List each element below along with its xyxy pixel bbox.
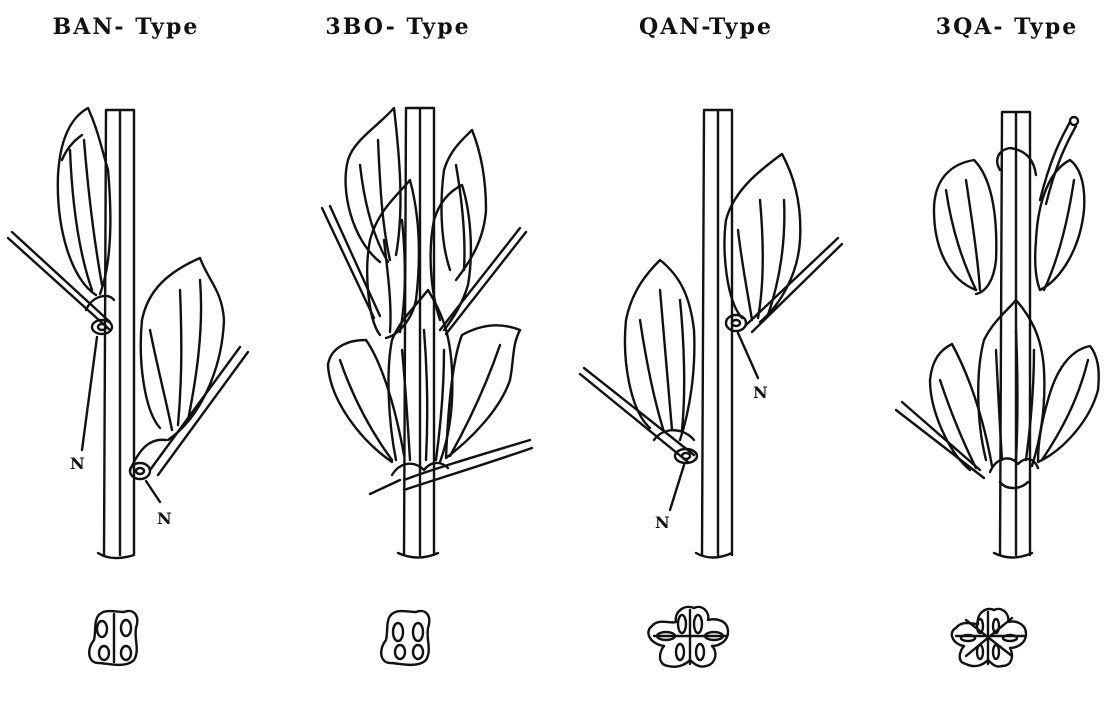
qan-node-label-lower: N bbox=[655, 513, 670, 532]
qan-node-upper bbox=[726, 315, 746, 331]
ban-leader-lower bbox=[146, 481, 160, 502]
ban-leader-upper bbox=[82, 337, 97, 450]
3qa-stem bbox=[994, 112, 1032, 558]
ban-type-drawing bbox=[8, 108, 248, 665]
3qa-type-drawing bbox=[896, 112, 1099, 667]
ban-node-label-lower: N bbox=[157, 509, 172, 528]
qan-type-drawing bbox=[580, 110, 842, 667]
qan-node-label-upper: N bbox=[753, 383, 768, 402]
3bo-type-drawing bbox=[322, 108, 532, 665]
qan-leader-upper bbox=[738, 333, 758, 378]
qan-stem bbox=[696, 110, 732, 558]
ban-node-label-upper: N bbox=[70, 454, 85, 473]
qan-leader-lower bbox=[670, 465, 684, 510]
